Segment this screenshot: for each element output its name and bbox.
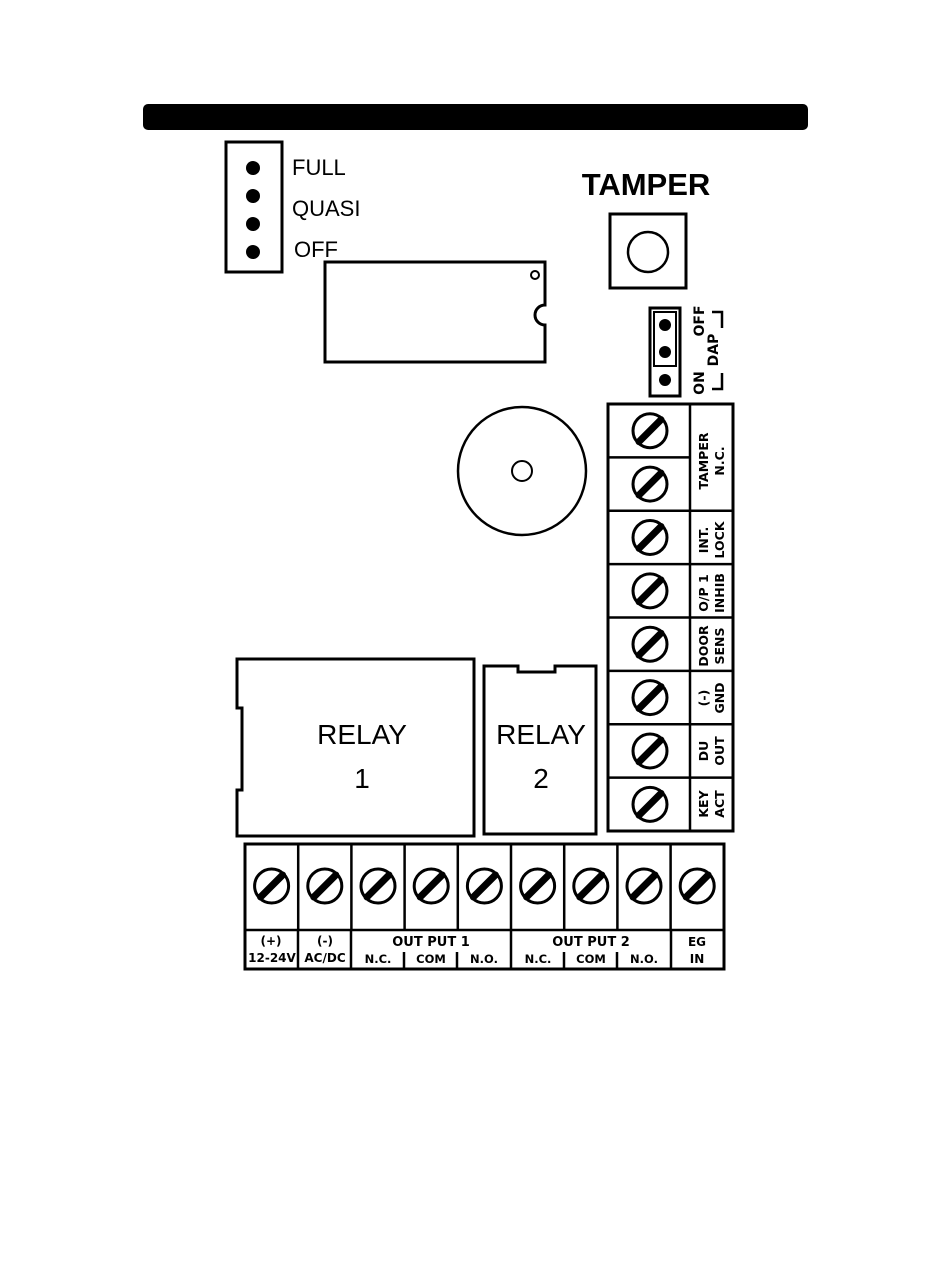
side-terminal-screw-3[interactable] xyxy=(633,520,667,554)
relay-2-label: RELAY xyxy=(496,719,586,750)
side-terminal-screw-1[interactable] xyxy=(633,414,667,448)
jumper-pin xyxy=(659,319,671,331)
bottom-terminal-screw-8[interactable] xyxy=(627,869,661,903)
jumper-pin xyxy=(246,217,260,231)
jumper-pin xyxy=(659,374,671,386)
eg-label-bottom: IN xyxy=(690,952,705,966)
power-neg-label-top: (-) xyxy=(317,934,333,948)
output1-com-label: COM xyxy=(416,952,446,966)
buzzer xyxy=(458,407,586,535)
relay-1-number: 1 xyxy=(354,763,370,794)
mode-off-label: OFF xyxy=(294,237,338,262)
tamper-title: TAMPER xyxy=(582,167,711,202)
output1-label: OUT PUT 1 xyxy=(392,935,470,950)
bottom-terminal-screw-9[interactable] xyxy=(680,869,714,903)
tamper-switch[interactable] xyxy=(610,214,686,288)
side-label-lock-1: INT. xyxy=(696,527,711,554)
bottom-terminal-screw-5[interactable] xyxy=(467,869,501,903)
tamper-button[interactable] xyxy=(628,232,668,272)
side-label-tamper-1: TAMPER xyxy=(696,432,711,489)
side-label-key-2: ACT xyxy=(712,790,727,818)
relay-2-number: 2 xyxy=(533,763,549,794)
jumper-pin xyxy=(659,346,671,358)
side-label-gnd-1: (-) xyxy=(696,690,711,707)
power-pos-label-bottom: 12-24V xyxy=(248,951,296,965)
side-label-key-1: KEY xyxy=(696,789,711,817)
side-label-inhib-2: INHIB xyxy=(712,573,727,613)
side-label-lock-2: LOCK xyxy=(712,520,727,558)
eg-label-top: EG xyxy=(688,935,706,949)
relay-2 xyxy=(484,666,596,834)
side-terminal-screw-5[interactable] xyxy=(633,627,667,661)
header-bar xyxy=(143,104,808,130)
mode-full-label: FULL xyxy=(292,155,346,180)
bottom-terminal-screw-2[interactable] xyxy=(308,869,342,903)
side-label-tamper-2: N.C. xyxy=(712,446,727,475)
dap-off-label: OFF xyxy=(692,305,708,336)
relay-1-label: RELAY xyxy=(317,719,407,750)
mode-quasi-label: QUASI xyxy=(292,196,360,221)
side-terminal-screw-7[interactable] xyxy=(633,734,667,768)
jumper-pin xyxy=(246,161,260,175)
bottom-terminal-screw-1[interactable] xyxy=(255,869,289,903)
jumper-pin xyxy=(246,245,260,259)
output2-label: OUT PUT 2 xyxy=(552,935,630,950)
power-neg-label-bottom: AC/DC xyxy=(304,951,345,965)
power-pos-label-top: (+) xyxy=(260,934,281,948)
side-label-inhib-1: O/P 1 xyxy=(696,574,711,611)
bottom-terminal-screw-4[interactable] xyxy=(414,869,448,903)
side-label-gnd-2: GND xyxy=(712,682,727,713)
output2-no-label: N.O. xyxy=(630,952,658,966)
output2-nc-label: N.C. xyxy=(525,952,552,966)
side-terminal-screw-6[interactable] xyxy=(633,681,667,715)
bottom-terminal-screw-7[interactable] xyxy=(574,869,608,903)
output1-no-label: N.O. xyxy=(470,952,498,966)
side-terminal-screw-4[interactable] xyxy=(633,574,667,608)
bottom-screws xyxy=(255,844,715,930)
output2-com-label: COM xyxy=(576,952,606,966)
ic-chip xyxy=(325,262,545,362)
dap-label: DAP xyxy=(706,334,722,367)
mode-jumper xyxy=(226,142,282,272)
bottom-terminal-screw-6[interactable] xyxy=(521,869,555,903)
output1-nc-label: N.C. xyxy=(365,952,392,966)
ic-pin1-marker xyxy=(531,271,539,279)
side-terminal-screw-8[interactable] xyxy=(633,787,667,821)
side-label-door-1: DOOR xyxy=(696,625,711,667)
side-label-du-2: OUT xyxy=(712,736,727,766)
bottom-terminal-screw-3[interactable] xyxy=(361,869,395,903)
side-terminal-screw-2[interactable] xyxy=(633,467,667,501)
jumper-pin xyxy=(246,189,260,203)
side-label-du-1: DU xyxy=(696,741,711,762)
dap-on-label: ON xyxy=(692,371,708,395)
side-label-door-2: SENS xyxy=(712,627,727,664)
